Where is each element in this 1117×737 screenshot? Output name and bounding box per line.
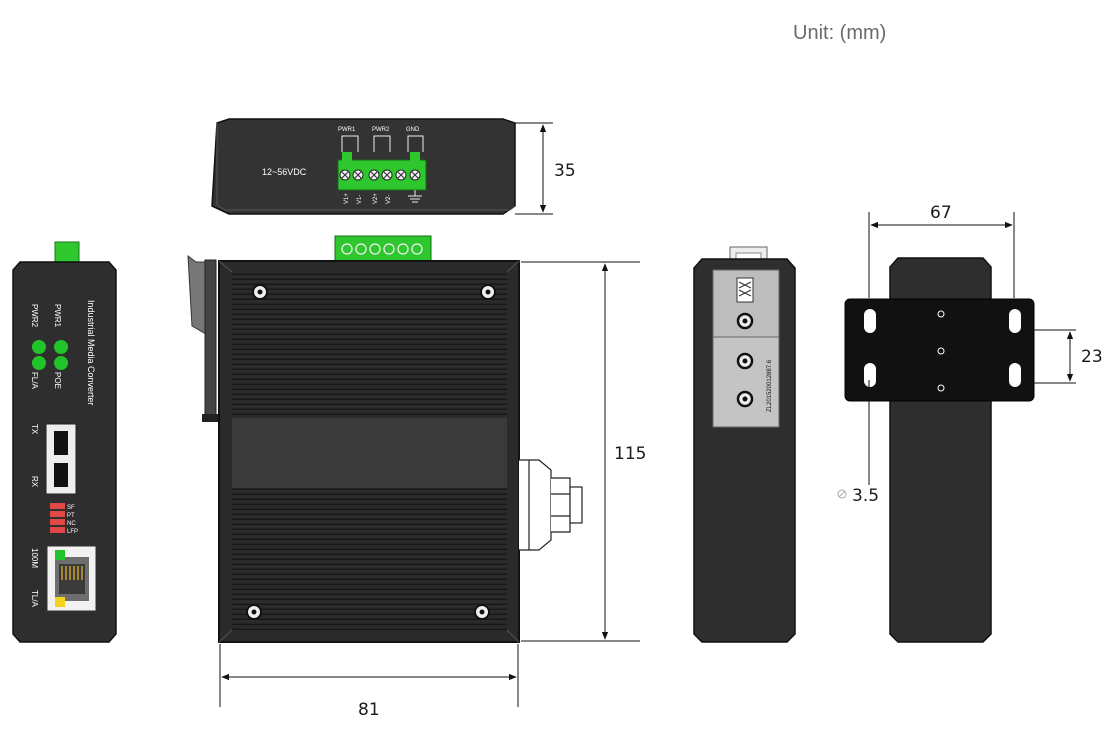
svg-text:35: 35: [554, 161, 576, 181]
port-tla-label: TL/A: [30, 590, 39, 608]
dip-pt: PT: [67, 513, 75, 519]
pwr2-label: PWR2: [372, 127, 390, 133]
svg-text:67: 67: [930, 203, 952, 223]
led-fla: [32, 356, 46, 370]
rj45-port: [46, 545, 97, 612]
terminal-block: [337, 152, 427, 191]
fiber-port: [45, 423, 77, 495]
dim-top-height: 35: [515, 122, 576, 215]
pwr1-label: PWR1: [338, 127, 356, 133]
rear-screw: [736, 312, 754, 408]
led-pwr2: [32, 340, 46, 354]
dim-mount-width: 67: [868, 203, 1015, 298]
led-label-pwr2: PWR2: [30, 304, 39, 328]
gnd-label: GND: [406, 127, 420, 133]
tx-label: TX: [30, 424, 39, 435]
top-view: 12~56VDC PWR1 PWR2 GND V1+ V1-: [211, 118, 516, 215]
front-view: [187, 235, 583, 643]
port-100m-label: 100M: [30, 548, 39, 568]
rear-view: ZL201520012887.6: [693, 246, 796, 643]
product-name: Industrial Media Converter: [86, 300, 96, 406]
mount-view: [844, 257, 1035, 643]
dim-hole-diameter: 3.5: [837, 380, 879, 506]
led-poe: [54, 356, 68, 370]
fiber-connector: [519, 459, 583, 551]
led-label-pwr1: PWR1: [53, 304, 62, 328]
dip-nc: NC: [67, 521, 76, 527]
led-pwr1: [54, 340, 68, 354]
unit-label: Unit: (mm): [793, 22, 886, 44]
patent-number: ZL201520012887.6: [767, 359, 773, 412]
dip-lfp: LFP: [67, 529, 78, 535]
pin-v1minus: V1-: [357, 195, 363, 204]
screw: [246, 284, 496, 620]
side-panel: Industrial Media Converter PWR1 PWR2 POE…: [12, 241, 117, 643]
ground-icon: [408, 190, 422, 203]
pin-v2minus: V2-: [386, 195, 392, 204]
svg-text:115: 115: [614, 444, 646, 464]
dim-front-width: 81: [219, 644, 519, 720]
dip-sf: SF: [67, 505, 75, 511]
svg-text:3.5: 3.5: [852, 486, 879, 506]
led-label-poe: POE: [53, 372, 62, 389]
dim-front-height: 115: [521, 261, 646, 642]
dim-hole-spacing: 23: [1024, 329, 1103, 384]
front-terminal-block: [334, 235, 432, 262]
dip-switch: [50, 503, 65, 533]
svg-text:23: 23: [1081, 347, 1103, 367]
led-label-fla: FL/A: [30, 372, 39, 390]
pin-v1plus: V1+: [344, 193, 350, 204]
voltage-label: 12~56VDC: [262, 167, 307, 177]
svg-text:81: 81: [358, 700, 380, 720]
rx-label: RX: [30, 476, 39, 488]
mount-hole: [864, 309, 1021, 387]
pin-v2plus: V2+: [373, 193, 379, 204]
